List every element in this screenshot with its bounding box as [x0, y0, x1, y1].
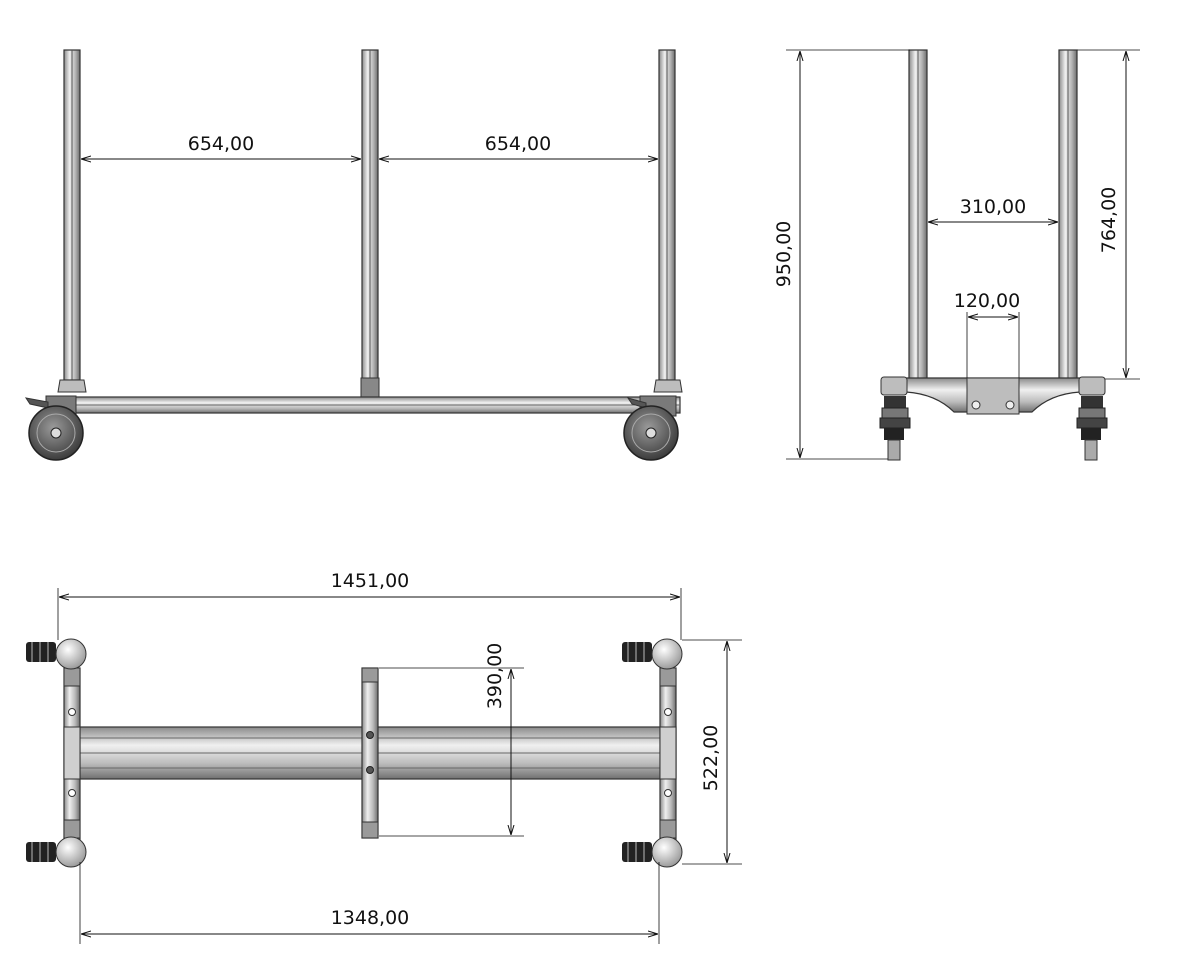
- dim-side-upright-spacing: 310,00: [960, 196, 1026, 218]
- side-caster-right: [1076, 396, 1108, 461]
- dim-front-right-span: 654,00: [485, 133, 551, 155]
- front-corner-housing-left: [57, 379, 87, 393]
- dim-front-left-span: 654,00: [188, 133, 254, 155]
- top-center-crossbar: [361, 667, 379, 839]
- top-view: 1451,00 1348,00 522,00 390,00: [26, 570, 742, 944]
- front-wheel-right: [623, 405, 679, 461]
- top-caster-bottom-right: [622, 836, 683, 868]
- front-wheel-left: [28, 405, 84, 461]
- front-corner-housing-right: [653, 379, 683, 393]
- dim-top-overall-width: 522,00: [700, 725, 722, 791]
- dim-side-bracket-width: 120,00: [954, 290, 1020, 312]
- front-view: 654,00 654,00: [24, 49, 683, 461]
- dim-top-frame-length: 1348,00: [331, 907, 410, 929]
- dim-top-overall-length: 1451,00: [331, 570, 410, 592]
- dim-side-total-height: 950,00: [773, 221, 795, 287]
- dim-top-crossbar-length: 390,00: [484, 643, 506, 709]
- dim-side-upright-height: 764,00: [1098, 187, 1120, 253]
- side-view: 950,00 764,00 310,00 120,00: [773, 49, 1140, 461]
- top-caster-top-right: [622, 638, 683, 670]
- front-middle-clamp: [360, 377, 380, 399]
- top-caster-bottom-left: [26, 836, 87, 868]
- side-caster-left: [879, 396, 911, 461]
- top-caster-top-left: [26, 638, 87, 670]
